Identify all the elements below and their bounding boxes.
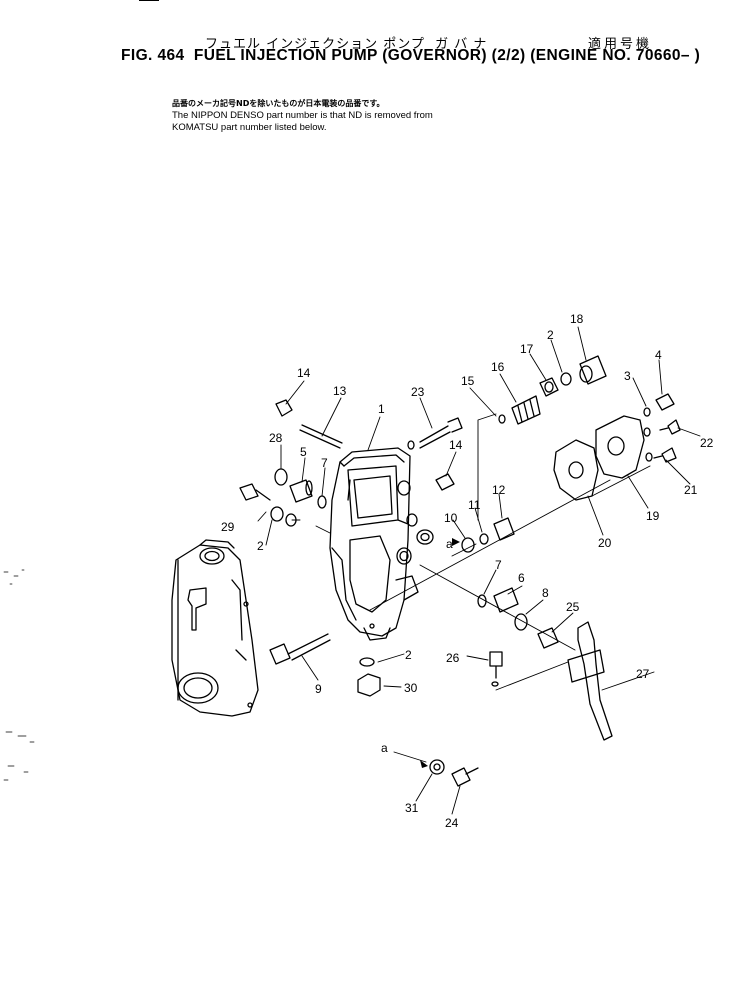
callout-11: 11 [468, 498, 481, 512]
note-japanese: 品番のメーカ記号NDを除いたものが日本電装の品番です。 [172, 99, 385, 108]
callout-26: 26 [446, 651, 460, 665]
callout-8: 8 [542, 586, 549, 600]
reference-mark-a: a [381, 741, 388, 755]
alignment-lines [291, 413, 651, 691]
callout-6: 6 [518, 571, 525, 585]
callout-7: 7 [495, 558, 502, 572]
callout-27: 27 [636, 667, 650, 681]
callout-labels: 1 2 2 2 3 4 5 6 7 7 8 9 10 11 12 13 14 1… [221, 312, 714, 830]
leader-lines [257, 326, 701, 815]
callout-14: 14 [449, 438, 463, 452]
callout-1: 1 [378, 402, 385, 416]
callout-24: 24 [445, 816, 459, 830]
japanese-title: フュエル インジェクション ポンプ ガ バ ナ [205, 37, 488, 52]
top-edge-mark [139, 0, 159, 1]
callout-14: 14 [297, 366, 311, 380]
callout-4: 4 [655, 348, 662, 362]
callout-31: 31 [405, 801, 419, 815]
governor-housing-drawing [329, 447, 434, 641]
callout-18: 18 [570, 312, 584, 326]
callout-13: 13 [333, 384, 347, 398]
figure-title: FIG. 464 FUEL INJECTION PUMP (GOVERNOR) … [121, 47, 701, 64]
reference-arrows [420, 538, 460, 768]
callout-12: 12 [492, 483, 506, 497]
callout-19: 19 [646, 509, 660, 523]
callout-3: 3 [624, 369, 631, 383]
callout-2: 2 [257, 539, 264, 553]
callout-9: 9 [315, 682, 322, 696]
callout-5: 5 [300, 445, 307, 459]
callout-20: 20 [598, 536, 612, 550]
scan-noise-marks [3, 569, 35, 781]
callout-16: 16 [491, 360, 505, 374]
callout-29: 29 [221, 520, 235, 534]
callout-2: 2 [547, 328, 554, 342]
callout-15: 15 [461, 374, 475, 388]
japanese-applicable-model-label: 適用号機 [588, 37, 653, 52]
pump-body-drawing [171, 539, 259, 717]
callout-21: 21 [684, 483, 698, 497]
note-line-1: The NIPPON DENSO part number is that ND … [172, 110, 433, 121]
callout-28: 28 [269, 431, 283, 445]
callout-25: 25 [566, 600, 580, 614]
small-parts [239, 355, 681, 787]
callout-30: 30 [404, 681, 418, 695]
callout-2: 2 [405, 648, 412, 662]
callout-10: 10 [444, 511, 458, 525]
reference-mark-a: a [446, 537, 453, 551]
callout-22: 22 [700, 436, 714, 450]
callout-7: 7 [321, 456, 328, 470]
note-line-2: KOMATSU part number listed below. [172, 122, 327, 133]
callout-17: 17 [520, 342, 534, 356]
callout-23: 23 [411, 385, 425, 399]
